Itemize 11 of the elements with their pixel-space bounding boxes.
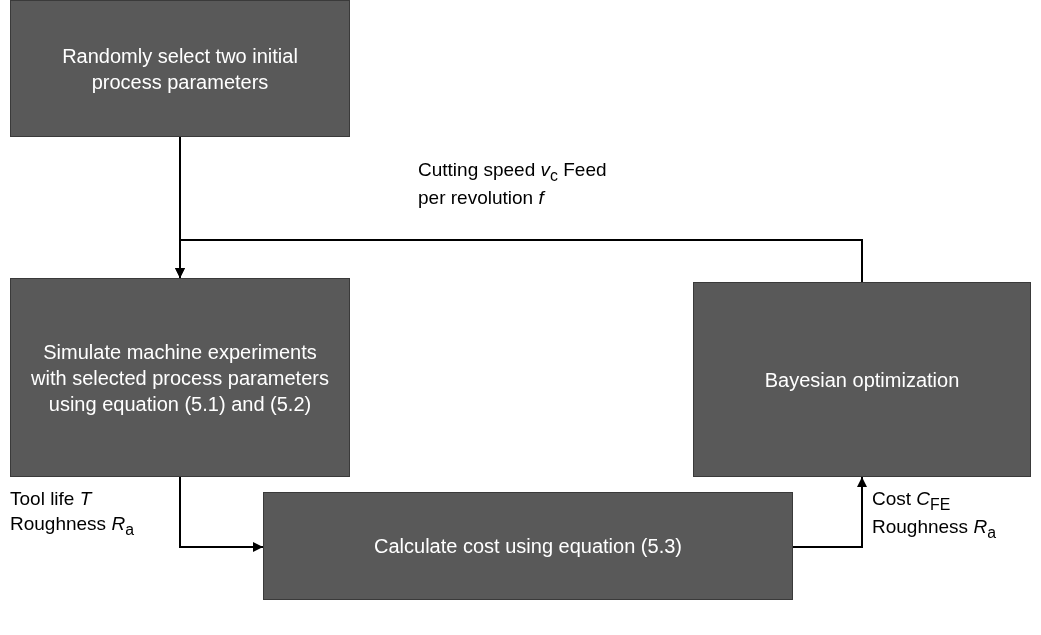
arrow (175, 239, 863, 283)
arrow (179, 476, 264, 552)
process-box (693, 282, 1031, 477)
process-box (10, 278, 350, 477)
process-box (10, 0, 350, 137)
box-text: Calculate cost using equation (5.3) (374, 534, 682, 559)
process-box (263, 492, 793, 600)
arrow (792, 476, 867, 548)
box-text: Randomly select two initial process parameters (61, 43, 299, 95)
box-text: Simulate machine experiments with selected process parameters using equation (5.1) and (5.2) (30, 339, 330, 417)
box-text: Bayesian optimization (764, 367, 960, 393)
